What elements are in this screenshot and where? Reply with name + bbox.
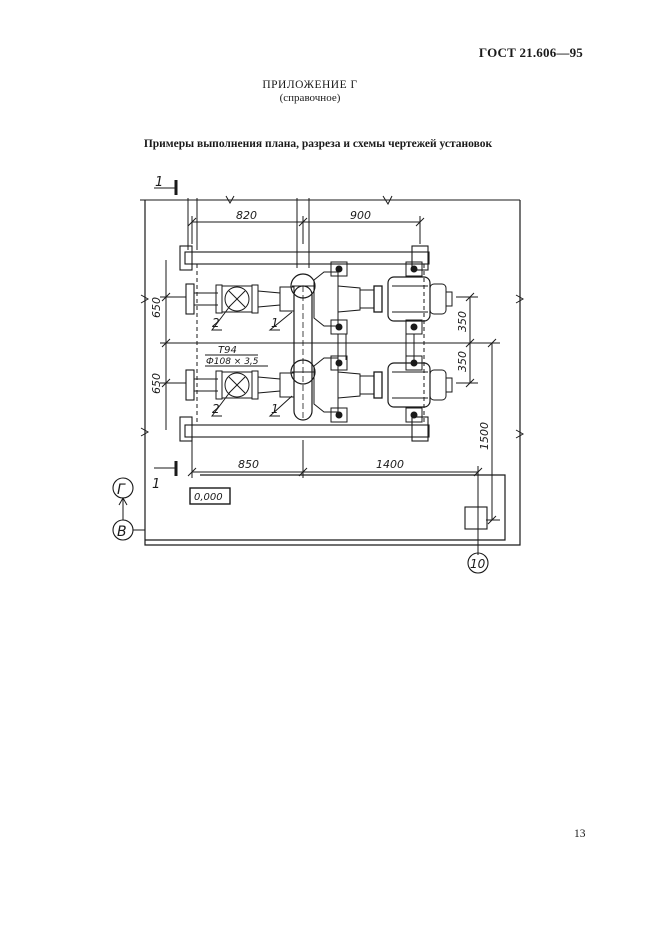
dim-right-long: 1500 [478, 422, 491, 450]
section-mark-top: 1 [155, 175, 163, 190]
leader-lines [205, 305, 293, 417]
page-number: 13 [574, 828, 586, 840]
dim-right-upper: 350 [456, 311, 469, 332]
collector-pipe [293, 285, 313, 421]
leader-label-pipe-upper: 1 [271, 316, 279, 330]
dim-top-right: 900 [350, 209, 371, 222]
appendix-subtitle: (справочное) [279, 92, 341, 104]
elevation-mark-label: 0,000 [194, 492, 223, 503]
dim-right-lower: 350 [456, 351, 469, 372]
section-cut-marks [154, 180, 178, 476]
axis-label-10: 10 [470, 557, 486, 571]
pipe-size-label: Ф108 × 3,5 [206, 357, 259, 367]
section-title: Примеры выполнения плана, разреза и схем… [143, 138, 493, 150]
appendix-title: ПРИЛОЖЕНИЕ Г [262, 79, 358, 91]
dim-bottom-right: 1400 [376, 458, 404, 471]
leader-label-valve-upper: 2 [212, 316, 220, 330]
pump-unit-lower [185, 355, 453, 423]
riser-pipes [187, 198, 310, 268]
dim-left-upper: 650 [150, 297, 163, 318]
section-mark-bottom: 1 [152, 477, 160, 492]
dim-top-left: 820 [236, 209, 257, 222]
document-code: ГОСТ 21.606—95 [478, 45, 583, 60]
right-dimension [456, 292, 500, 525]
pump-unit-upper [185, 261, 453, 360]
pipe-code-label: Т94 [218, 345, 237, 356]
elevation-mark-box [189, 487, 231, 505]
room-outline [140, 195, 525, 546]
axis-label-g: Г [117, 482, 126, 498]
top-dimension [187, 216, 425, 244]
left-dimension [160, 260, 186, 430]
axis-markers [112, 477, 489, 574]
bottom-dimension [187, 440, 483, 555]
axis-label-v: В [117, 524, 127, 540]
dim-left-lower: 650 [150, 373, 163, 394]
dim-bottom-left: 850 [238, 458, 259, 471]
leader-label-valve-lower: 2 [212, 402, 220, 416]
leader-label-pipe-lower: 1 [271, 402, 279, 416]
